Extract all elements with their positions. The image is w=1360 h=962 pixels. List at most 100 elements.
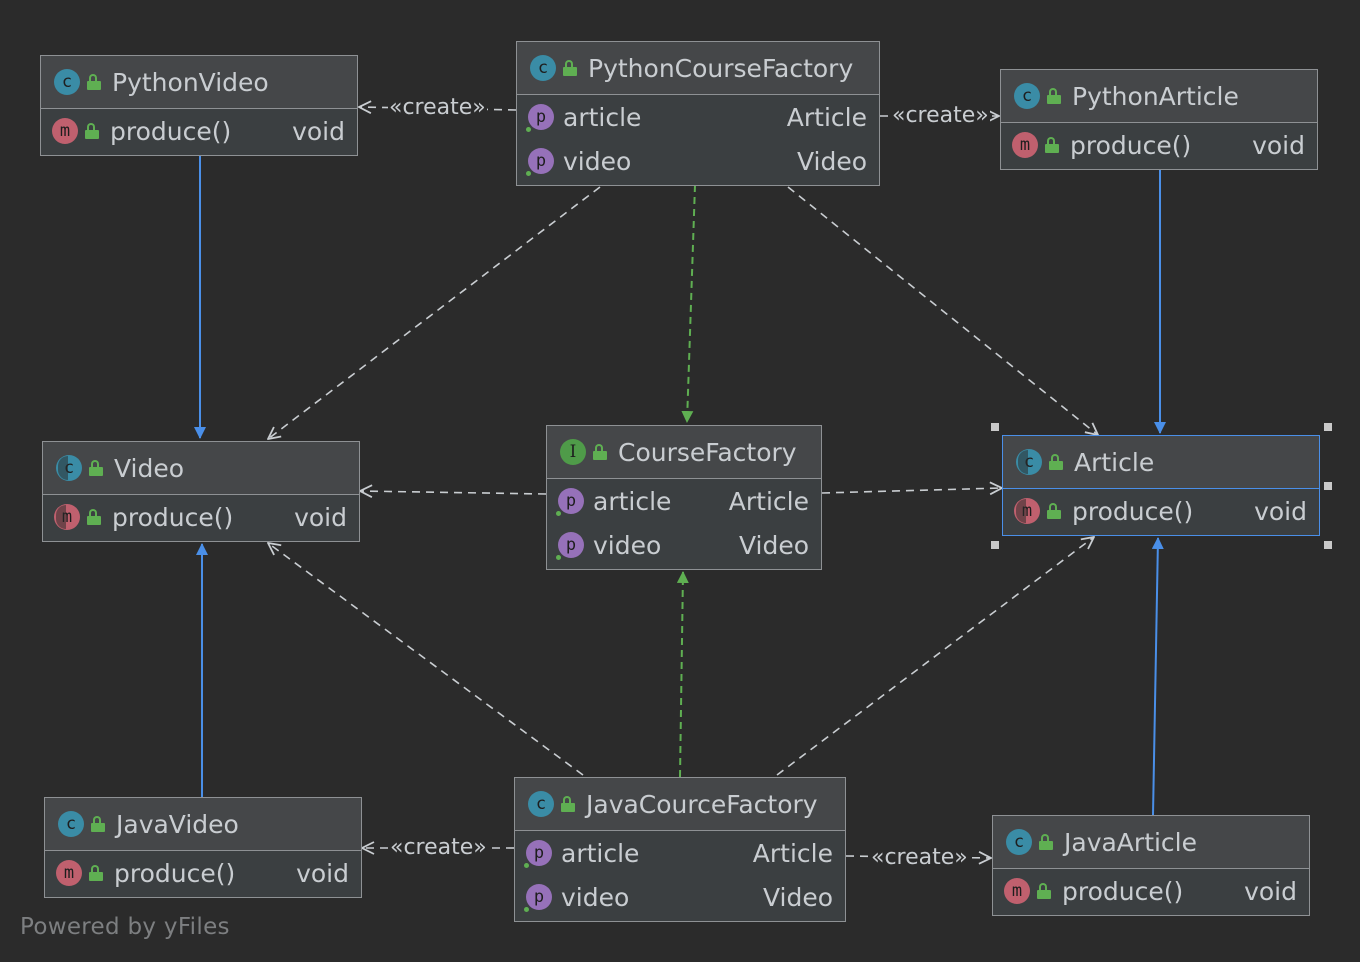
selection-handle[interactable]	[1324, 423, 1332, 431]
property-row[interactable]: p article Article	[517, 95, 879, 139]
interface-icon: I	[560, 439, 586, 465]
method-row[interactable]: m produce() void	[993, 869, 1309, 913]
public-lock-icon	[562, 60, 578, 76]
create-label-python-video: «create»	[388, 95, 487, 120]
public-lock-icon	[1036, 883, 1052, 899]
method-icon: m	[1004, 878, 1030, 904]
method-type: void	[1254, 496, 1307, 526]
public-lock-icon	[90, 816, 106, 832]
public-lock-icon	[86, 509, 102, 525]
selection-handle[interactable]	[991, 423, 999, 431]
edge-javacourcefactory-coursefactory[interactable]	[676, 571, 689, 778]
class-icon: c	[528, 791, 554, 817]
method-type: void	[294, 502, 347, 532]
public-lock-icon	[88, 865, 104, 881]
class-node-pythoncoursefactory[interactable]: c PythonCourseFactory p article Article …	[516, 41, 880, 186]
method-row[interactable]: m produce() void	[45, 851, 361, 895]
edge-javacourcefactory-video[interactable]	[268, 543, 584, 776]
edge-coursefactory-video[interactable]	[360, 491, 547, 494]
edge-pythoncoursefactory-pythonvideo[interactable]	[359, 107, 517, 110]
class-icon: c	[1006, 829, 1032, 855]
method-icon: m	[56, 860, 82, 886]
property-type: Article	[752, 838, 833, 868]
powered-by-footer: Powered by yFiles	[20, 914, 230, 940]
class-node-javaarticle[interactable]: c JavaArticle m produce() void	[992, 815, 1310, 916]
interface-title: CourseFactory	[618, 437, 797, 467]
create-label-java-video: «create»	[389, 835, 488, 860]
class-title: Video	[114, 453, 185, 483]
property-row[interactable]: p article Article	[515, 831, 845, 875]
public-lock-icon	[84, 123, 100, 139]
class-node-javacourcefactory[interactable]: c JavaCourceFactory p article Article p …	[514, 777, 846, 922]
property-name: video	[561, 882, 630, 912]
class-node-javavideo[interactable]: c JavaVideo m produce() void	[44, 797, 362, 898]
class-node-article[interactable]: c Article m produce() void	[1002, 435, 1320, 536]
method-icon: m	[1012, 132, 1038, 158]
public-lock-icon	[560, 796, 576, 812]
property-icon: p	[524, 884, 552, 912]
public-lock-icon	[1046, 88, 1062, 104]
class-title: Article	[1074, 447, 1155, 477]
property-icon: p	[556, 532, 584, 560]
interface-node-coursefactory[interactable]: I CourseFactory p article Article p vide…	[546, 425, 822, 570]
property-icon: p	[556, 488, 584, 516]
method-name: produce()	[1062, 876, 1184, 906]
class-icon: c	[58, 811, 84, 837]
public-lock-icon	[1048, 454, 1064, 470]
class-title: JavaCourceFactory	[586, 789, 818, 819]
class-title: JavaArticle	[1064, 827, 1198, 857]
abstract-class-icon: c	[1016, 449, 1042, 475]
create-label-python-article: «create»	[891, 103, 990, 128]
method-row[interactable]: m produce() void	[43, 495, 359, 539]
property-icon: p	[526, 104, 554, 132]
class-icon: c	[1014, 83, 1040, 109]
edge-pythoncoursefactory-video[interactable]	[268, 186, 601, 439]
class-node-video[interactable]: c Video m produce() void	[42, 441, 360, 542]
selection-handle[interactable]	[1324, 541, 1332, 549]
public-lock-icon	[1046, 503, 1062, 519]
method-row[interactable]: m produce() void	[1003, 489, 1319, 533]
property-name: article	[561, 838, 640, 868]
edge-pythoncoursefactory-article[interactable]	[787, 186, 1098, 435]
method-row[interactable]: m produce() void	[41, 109, 357, 153]
create-label-java-article: «create»	[870, 845, 969, 870]
abstract-method-icon: m	[54, 504, 80, 530]
property-name: article	[563, 102, 642, 132]
property-type: Video	[738, 530, 809, 560]
class-node-pythonvideo[interactable]: c PythonVideo m produce() void	[40, 55, 358, 156]
public-lock-icon	[1038, 834, 1054, 850]
selection-handle[interactable]	[1324, 482, 1332, 490]
method-type: void	[292, 116, 345, 146]
property-row[interactable]: p video Video	[547, 523, 821, 567]
selection-handle[interactable]	[991, 541, 999, 549]
method-name: produce()	[1072, 496, 1194, 526]
method-row[interactable]: m produce() void	[1001, 123, 1317, 167]
method-name: produce()	[112, 502, 234, 532]
property-icon: p	[524, 840, 552, 868]
method-type: void	[1252, 130, 1305, 160]
public-lock-icon	[86, 74, 102, 90]
property-row[interactable]: p video Video	[517, 139, 879, 183]
edge-javacourcefactory-article[interactable]	[776, 537, 1094, 776]
property-row[interactable]: p video Video	[515, 875, 845, 919]
property-type: Article	[786, 102, 867, 132]
property-name: video	[593, 530, 662, 560]
edge-pythoncoursefactory-coursefactory[interactable]	[681, 184, 696, 423]
edge-javaarticle-article[interactable]	[1151, 537, 1164, 816]
property-icon: p	[526, 148, 554, 176]
public-lock-icon	[88, 460, 104, 476]
method-icon: m	[52, 118, 78, 144]
class-node-pythonarticle[interactable]: c PythonArticle m produce() void	[1000, 69, 1318, 170]
class-title: PythonVideo	[112, 67, 269, 97]
class-title: PythonCourseFactory	[588, 53, 854, 83]
property-name: article	[593, 486, 672, 516]
property-type: Video	[762, 882, 833, 912]
property-type: Video	[796, 146, 867, 176]
abstract-class-icon: c	[56, 455, 82, 481]
property-type: Article	[728, 486, 809, 516]
edge-coursefactory-article[interactable]	[821, 488, 1002, 493]
property-row[interactable]: p article Article	[547, 479, 821, 523]
method-name: produce()	[114, 858, 236, 888]
property-name: video	[563, 146, 632, 176]
method-name: produce()	[110, 116, 232, 146]
